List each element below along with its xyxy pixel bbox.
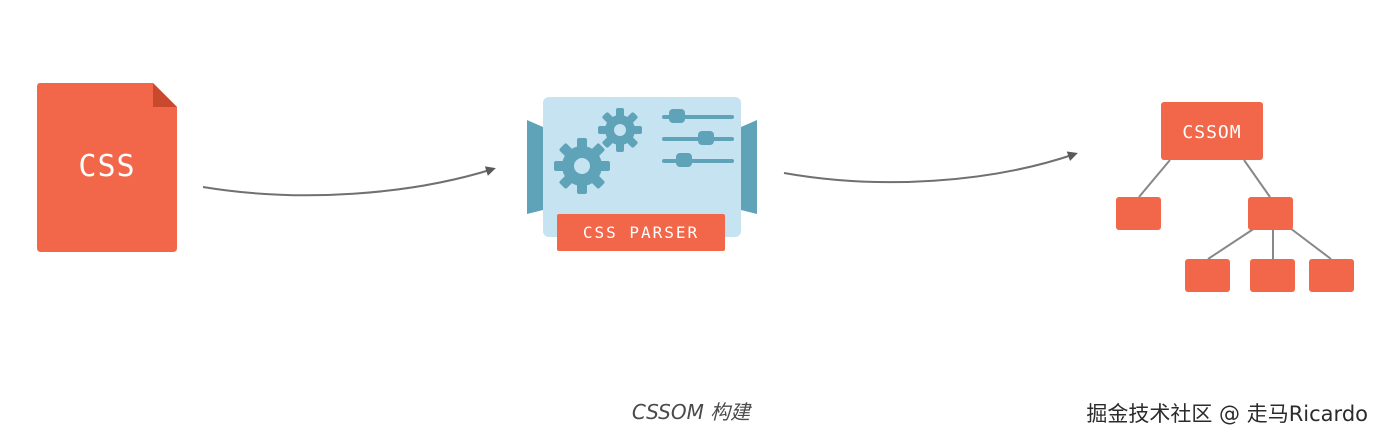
tree-leaf-3 (1309, 259, 1354, 292)
parser-label: CSS PARSER (583, 223, 699, 242)
tree-root-label: CSSOM (1182, 122, 1241, 143)
parser-right-flap (741, 120, 757, 214)
gear-small-icon (598, 108, 642, 152)
cssom-tree: CSSOM (1116, 102, 1354, 292)
css-parser-icon: CSS PARSER (527, 97, 757, 251)
slider-controls-icon (662, 109, 734, 167)
tree-edges (1138, 159, 1332, 260)
arrow-file-to-parser (202, 166, 496, 197)
tree-node-left (1116, 197, 1161, 230)
diagram-caption: CSSOM 构建 (631, 400, 751, 424)
parser-label-bar (557, 214, 725, 251)
tree-leaf-2 (1250, 259, 1295, 292)
watermark: 掘金技术社区 @ 走马Ricardo (1086, 402, 1368, 426)
arrow-parser-to-cssom (783, 151, 1078, 184)
tree-root-node (1161, 102, 1263, 160)
parser-panel (543, 97, 741, 237)
gear-large-icon (554, 138, 610, 194)
parser-left-flap (527, 120, 543, 214)
css-file-label: CSS (78, 149, 135, 184)
tree-node-right (1248, 197, 1293, 230)
css-file-icon: CSS (37, 83, 177, 252)
tree-leaf-1 (1185, 259, 1230, 292)
